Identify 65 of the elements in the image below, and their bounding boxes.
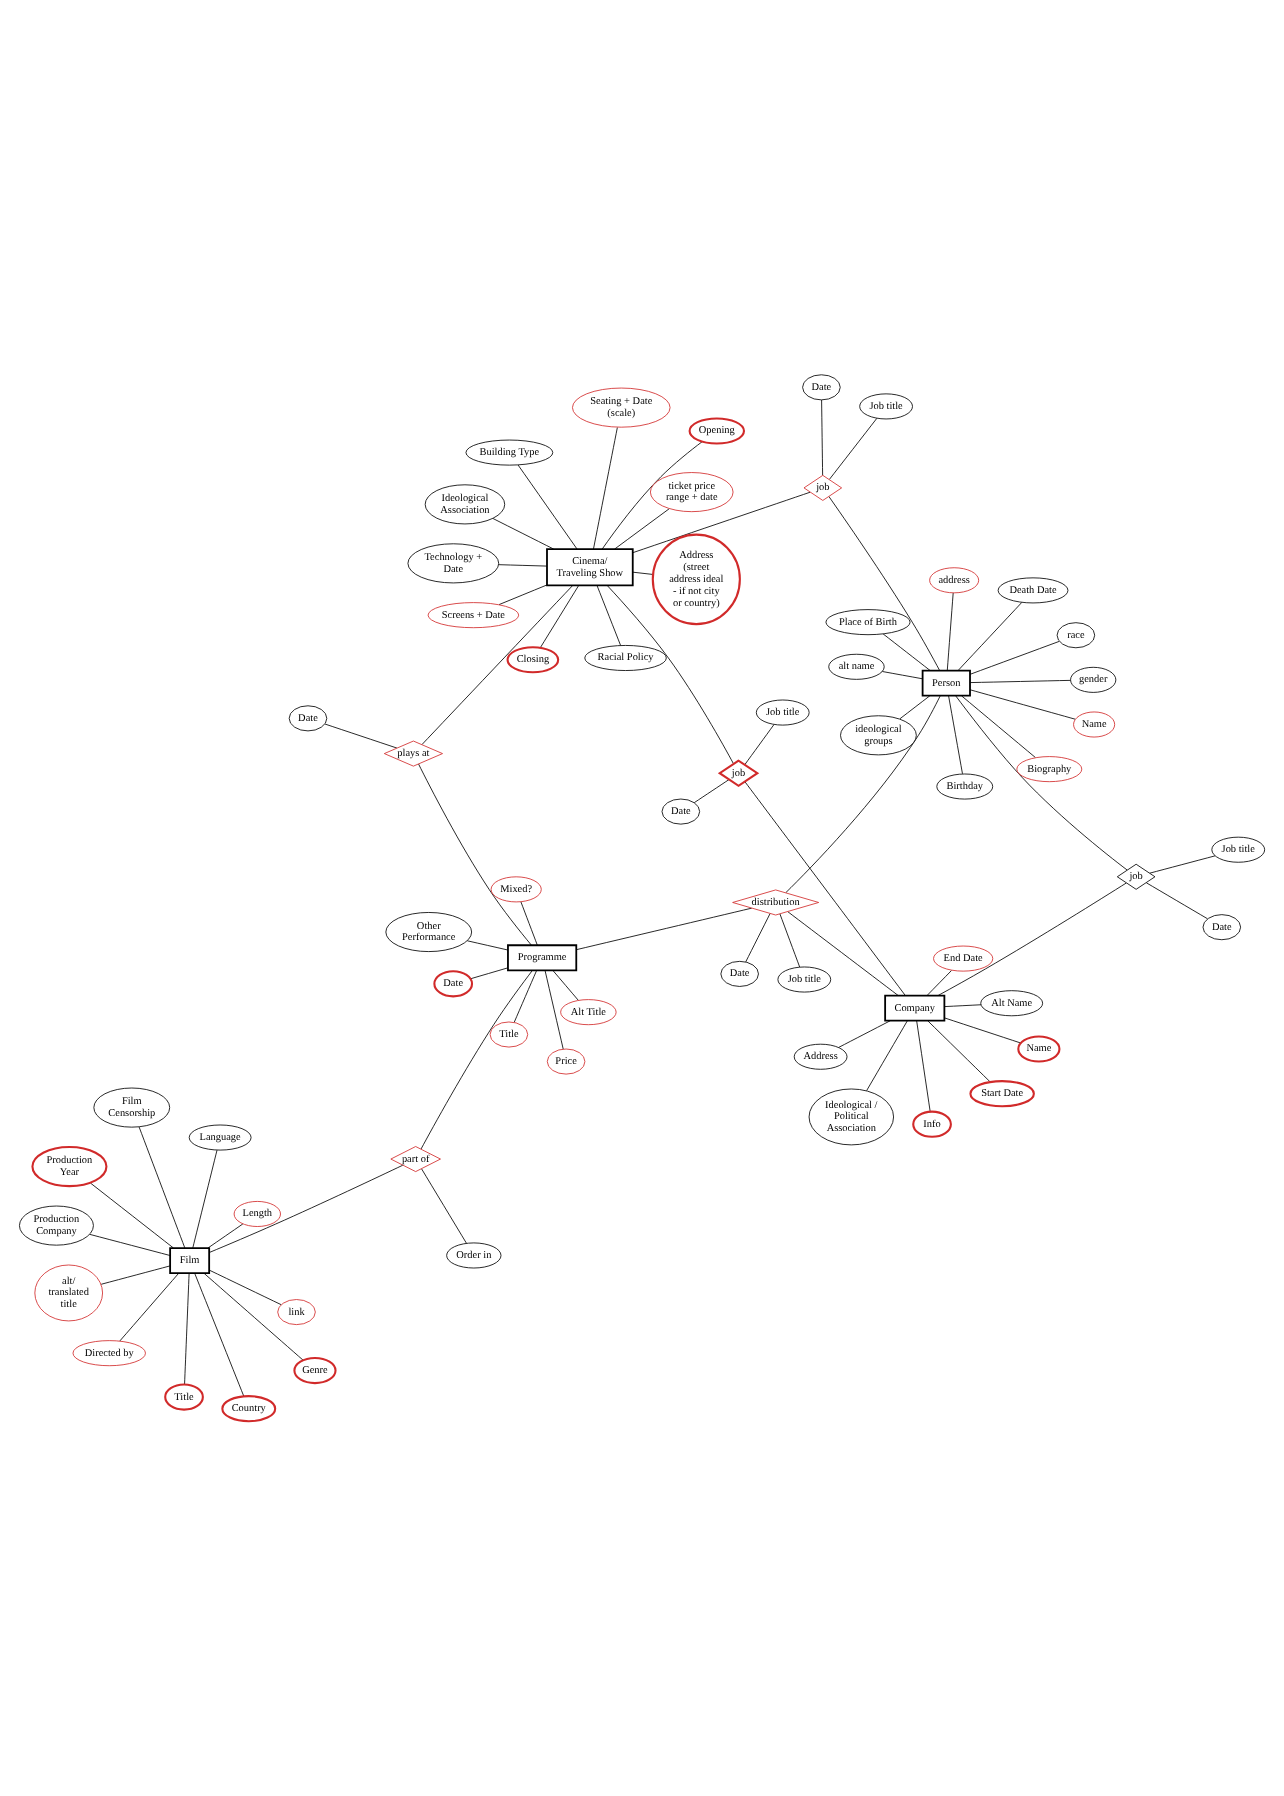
connector <box>957 601 1023 671</box>
connector <box>614 508 670 550</box>
connector <box>969 640 1060 675</box>
connector <box>787 911 899 996</box>
connector <box>593 427 618 550</box>
connector <box>498 564 548 567</box>
connector <box>632 491 811 554</box>
connector <box>821 399 824 476</box>
connector <box>194 1272 245 1397</box>
connector <box>498 584 548 606</box>
connector <box>899 695 931 720</box>
connector <box>192 1149 218 1249</box>
connector <box>575 907 753 951</box>
connector <box>882 633 931 671</box>
connector <box>632 571 654 575</box>
connector <box>138 1126 186 1249</box>
connector <box>944 1004 982 1007</box>
connector <box>517 464 578 550</box>
connector <box>203 1272 304 1361</box>
connector <box>944 1017 1022 1044</box>
connector <box>946 592 954 671</box>
connector <box>418 763 532 946</box>
connector <box>1149 855 1216 874</box>
connector <box>881 671 923 680</box>
connector <box>539 585 580 649</box>
connector <box>544 970 564 1050</box>
connector <box>828 496 940 671</box>
connector <box>421 585 574 745</box>
connector <box>927 1020 991 1083</box>
connector <box>209 1164 404 1253</box>
connector <box>119 1272 180 1342</box>
connector <box>937 882 1127 996</box>
connector <box>969 689 1076 720</box>
connector <box>466 940 509 951</box>
connector <box>513 970 538 1023</box>
connector <box>693 779 730 804</box>
connector <box>866 1020 908 1092</box>
connector <box>606 585 734 765</box>
connector <box>207 1223 244 1249</box>
connector <box>828 417 878 480</box>
connector <box>184 1272 190 1385</box>
connector <box>208 1269 282 1306</box>
connector <box>324 723 398 749</box>
connector <box>955 695 1128 871</box>
connector <box>1145 882 1209 920</box>
connector <box>948 695 963 775</box>
connector <box>916 1020 931 1112</box>
connector <box>745 913 771 963</box>
connector <box>89 1233 171 1256</box>
connector <box>779 913 801 968</box>
connector <box>520 901 538 946</box>
connector <box>601 441 703 550</box>
connector <box>926 970 952 996</box>
connector <box>961 695 1036 758</box>
connector <box>838 1020 891 1048</box>
connector <box>969 679 1071 683</box>
connector <box>785 695 941 894</box>
connector <box>90 1182 174 1249</box>
connector <box>744 724 775 765</box>
connector <box>596 585 622 646</box>
connector <box>100 1265 171 1285</box>
connector <box>492 518 555 550</box>
connector <box>470 967 509 980</box>
connector <box>421 1168 467 1244</box>
connector <box>552 970 579 1001</box>
